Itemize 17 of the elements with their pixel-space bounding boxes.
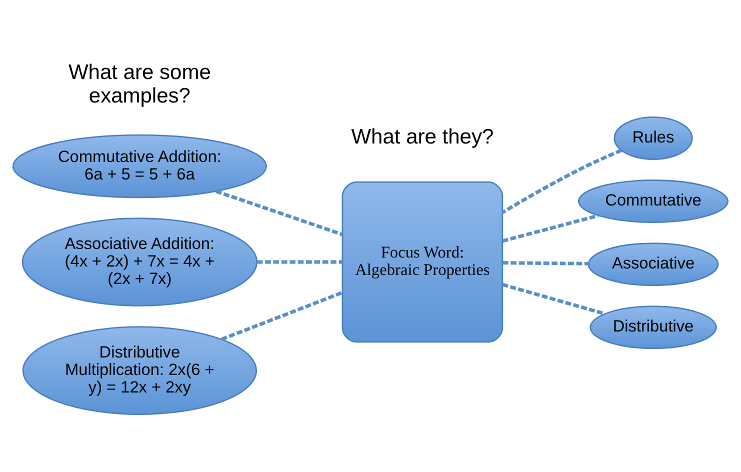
node-ellipse: Distributive bbox=[590, 306, 717, 350]
node-ellipse: Associative Addition: (4x + 2x) + 7x = 4x + (2x + 7x) bbox=[22, 218, 258, 306]
label: What are they? bbox=[351, 125, 494, 148]
node-ellipse: Commutative bbox=[578, 180, 729, 223]
connector bbox=[502, 261, 589, 266]
connector bbox=[220, 291, 343, 341]
node-ellipse: Commutative Addition: 6a + 5 = 5 + 6a bbox=[12, 134, 267, 198]
connector bbox=[215, 190, 343, 236]
connector bbox=[502, 214, 599, 243]
connector bbox=[502, 282, 606, 316]
node-ellipse: Distributive Multiplication: 2x(6 + y) = 12x + 2xy bbox=[22, 326, 258, 415]
node-ellipse: Rules bbox=[614, 116, 693, 160]
node-box: Focus Word: Algebraic Properties bbox=[342, 181, 504, 343]
connector bbox=[256, 260, 342, 264]
connector bbox=[502, 148, 622, 214]
label: What are some examples? bbox=[68, 61, 211, 108]
node-ellipse: Associative bbox=[588, 242, 719, 286]
